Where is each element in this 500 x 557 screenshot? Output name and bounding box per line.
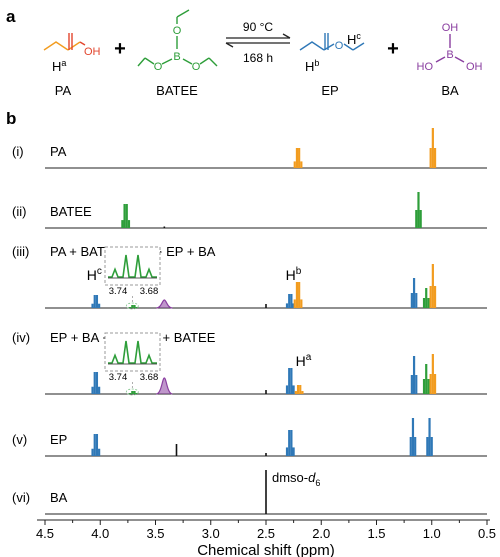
- x-tick-label-4: 2.5: [257, 526, 275, 541]
- equilibrium-arrows: [225, 33, 291, 48]
- inset-frame-0: [104, 246, 161, 286]
- trace-reaction-left-iii: PA + BATEE: [50, 244, 122, 259]
- inset-marker-1: [125, 388, 139, 396]
- solvent-annotation: dmso-d6: [272, 470, 320, 488]
- pa-h-label: Ha: [52, 58, 66, 74]
- trace-reaction-right-iv: PA + BATEE: [143, 330, 215, 345]
- trace-label-iv: (iv): [12, 330, 30, 345]
- pa-name: PA: [55, 83, 72, 98]
- inset-0: 3.74 3.68: [104, 246, 161, 310]
- ep-hc-label: Hc: [347, 31, 361, 47]
- peak-iii-1: [156, 299, 173, 309]
- inset-tick-right-1: 3.68: [140, 372, 159, 383]
- ba-oh-top: OH: [442, 22, 459, 34]
- trace-title-ii: BATEE: [50, 204, 92, 219]
- structure-ep: [299, 33, 365, 51]
- structure-pa: [43, 33, 86, 51]
- trace-i: (i) PA: [12, 128, 487, 169]
- trace-vi: (vi) BA dmso-d6: [12, 470, 487, 515]
- inset-1: 3.74 3.68: [104, 332, 161, 396]
- x-tick-label-0: 4.5: [36, 526, 54, 541]
- plus-sign-2: +: [387, 38, 399, 60]
- x-tick-label-3: 3.0: [202, 526, 220, 541]
- insets: 3.74 3.68 3.74 3.68: [104, 246, 161, 396]
- trace-reaction-right-iii: EP + BA: [166, 244, 216, 259]
- panel-label-a: a: [6, 7, 16, 26]
- batee-name: BATEE: [156, 83, 198, 98]
- batee-b: B: [173, 51, 180, 63]
- proton-label-iv-0: Ha: [296, 352, 312, 369]
- batee-o-top: O: [173, 25, 182, 37]
- inset-quartet-1: [108, 340, 157, 364]
- ep-o-label: O: [335, 40, 344, 52]
- peak-iv-1: [156, 377, 173, 395]
- trace-title-vi: BA: [50, 490, 68, 505]
- structure-batee: [137, 9, 218, 67]
- trace-ii: (ii) BATEE: [12, 192, 487, 229]
- trace-title-i: PA: [50, 144, 67, 159]
- inset-tick-left-1: 3.74: [109, 372, 128, 383]
- plus-sign-1: +: [114, 38, 126, 60]
- ba-oh-right: OH: [466, 61, 483, 73]
- nmr-traces: (i) PA (ii) BATEE (iii) PA + BATEE EP + BA Hc Hb…: [12, 128, 487, 515]
- trace-iii: (iii) PA + BATEE EP + BA Hc Hb: [12, 244, 487, 309]
- proton-label-iii-1: Hb: [286, 266, 302, 283]
- x-tick-label-2: 3.5: [146, 526, 164, 541]
- trace-reaction-left-iv: EP + BA: [50, 330, 100, 345]
- batee-o-right: O: [192, 61, 201, 73]
- trace-label-i: (i): [12, 144, 24, 159]
- ep-name: EP: [321, 83, 338, 98]
- inset-frame-1: [104, 332, 161, 372]
- panel-label-b: b: [6, 109, 16, 128]
- x-tick-label-7: 1.0: [423, 526, 441, 541]
- trace-label-iii: (iii): [12, 244, 29, 259]
- conditions-time: 168 h: [243, 51, 273, 65]
- proton-label-iii-0: Hc: [87, 266, 102, 283]
- ep-hb-label: Hb: [305, 58, 319, 74]
- ba-b: B: [446, 49, 453, 61]
- trace-title-v: EP: [50, 432, 67, 447]
- trace-v: (v) EP: [12, 418, 487, 457]
- trace-label-ii: (ii): [12, 204, 26, 219]
- ba-name: BA: [441, 83, 459, 98]
- x-tick-label-1: 4.0: [91, 526, 109, 541]
- trace-label-vi: (vi): [12, 490, 30, 505]
- inset-tick-left-0: 3.74: [109, 286, 128, 297]
- batee-o-left: O: [154, 61, 163, 73]
- structure-ba: [435, 34, 465, 63]
- pa-oh-label: OH: [84, 46, 101, 58]
- x-tick-label-8: 0.5: [478, 526, 496, 541]
- conditions-temperature: 90 °C: [243, 20, 273, 34]
- trace-label-v: (v): [12, 432, 27, 447]
- ba-ho-left: HO: [417, 61, 434, 73]
- x-tick-label-5: 2.0: [312, 526, 330, 541]
- inset-marker-0: [125, 302, 139, 310]
- inset-quartet-0: [108, 254, 157, 278]
- trace-iv: (iv) EP + BA PA + BATEE Ha: [12, 330, 487, 395]
- x-axis-title: Chemical shift (ppm): [197, 542, 335, 557]
- inset-tick-right-0: 3.68: [140, 286, 159, 297]
- x-tick-label-6: 1.5: [367, 526, 385, 541]
